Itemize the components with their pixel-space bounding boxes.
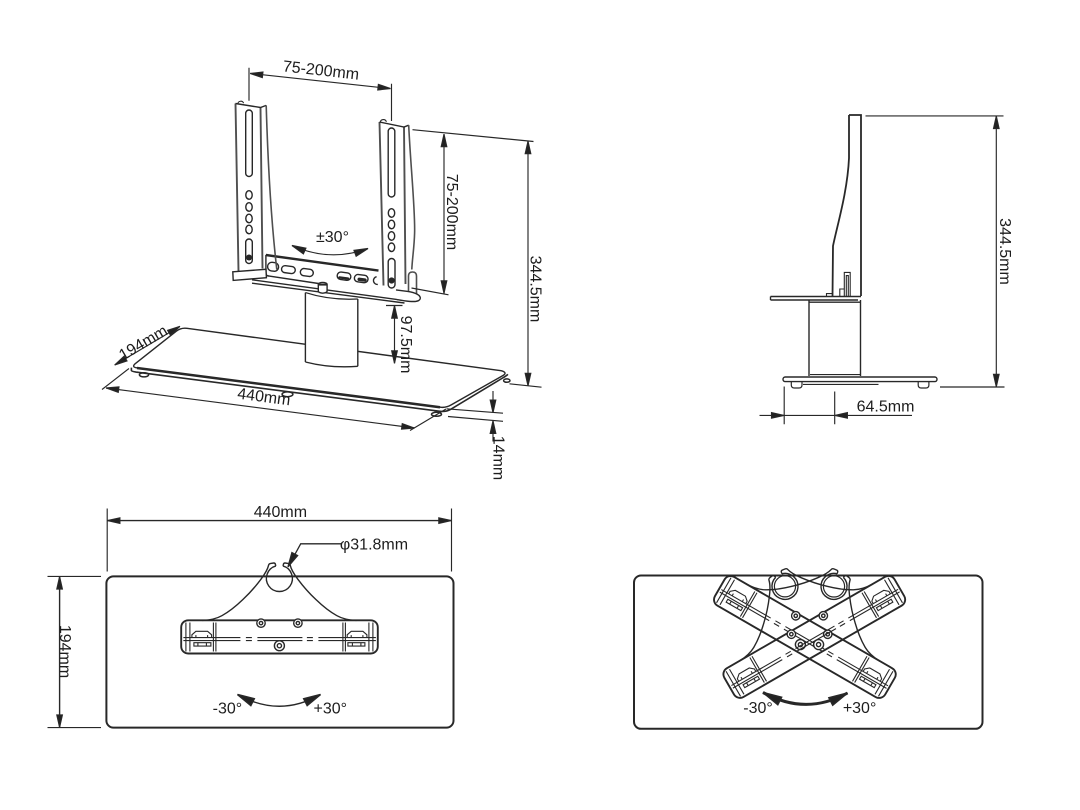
svg-text:14mm: 14mm [490, 436, 507, 480]
svg-text:194mm: 194mm [56, 625, 73, 678]
svg-text:440mm: 440mm [236, 386, 291, 410]
svg-text:344.5mm: 344.5mm [996, 218, 1013, 285]
svg-text:440mm: 440mm [254, 504, 307, 521]
svg-text:64.5mm: 64.5mm [857, 399, 915, 416]
svg-text:-30°: -30° [213, 701, 243, 718]
svg-text:+30°: +30° [843, 700, 877, 717]
svg-text:φ31.8mm: φ31.8mm [340, 537, 408, 554]
svg-text:-30°: -30° [743, 700, 773, 717]
svg-text:±30°: ±30° [316, 229, 349, 246]
svg-text:97.5mm: 97.5mm [397, 316, 414, 374]
svg-text:+30°: +30° [314, 701, 348, 718]
svg-text:344.5mm: 344.5mm [527, 256, 544, 323]
svg-text:75-200mm: 75-200mm [443, 174, 460, 250]
